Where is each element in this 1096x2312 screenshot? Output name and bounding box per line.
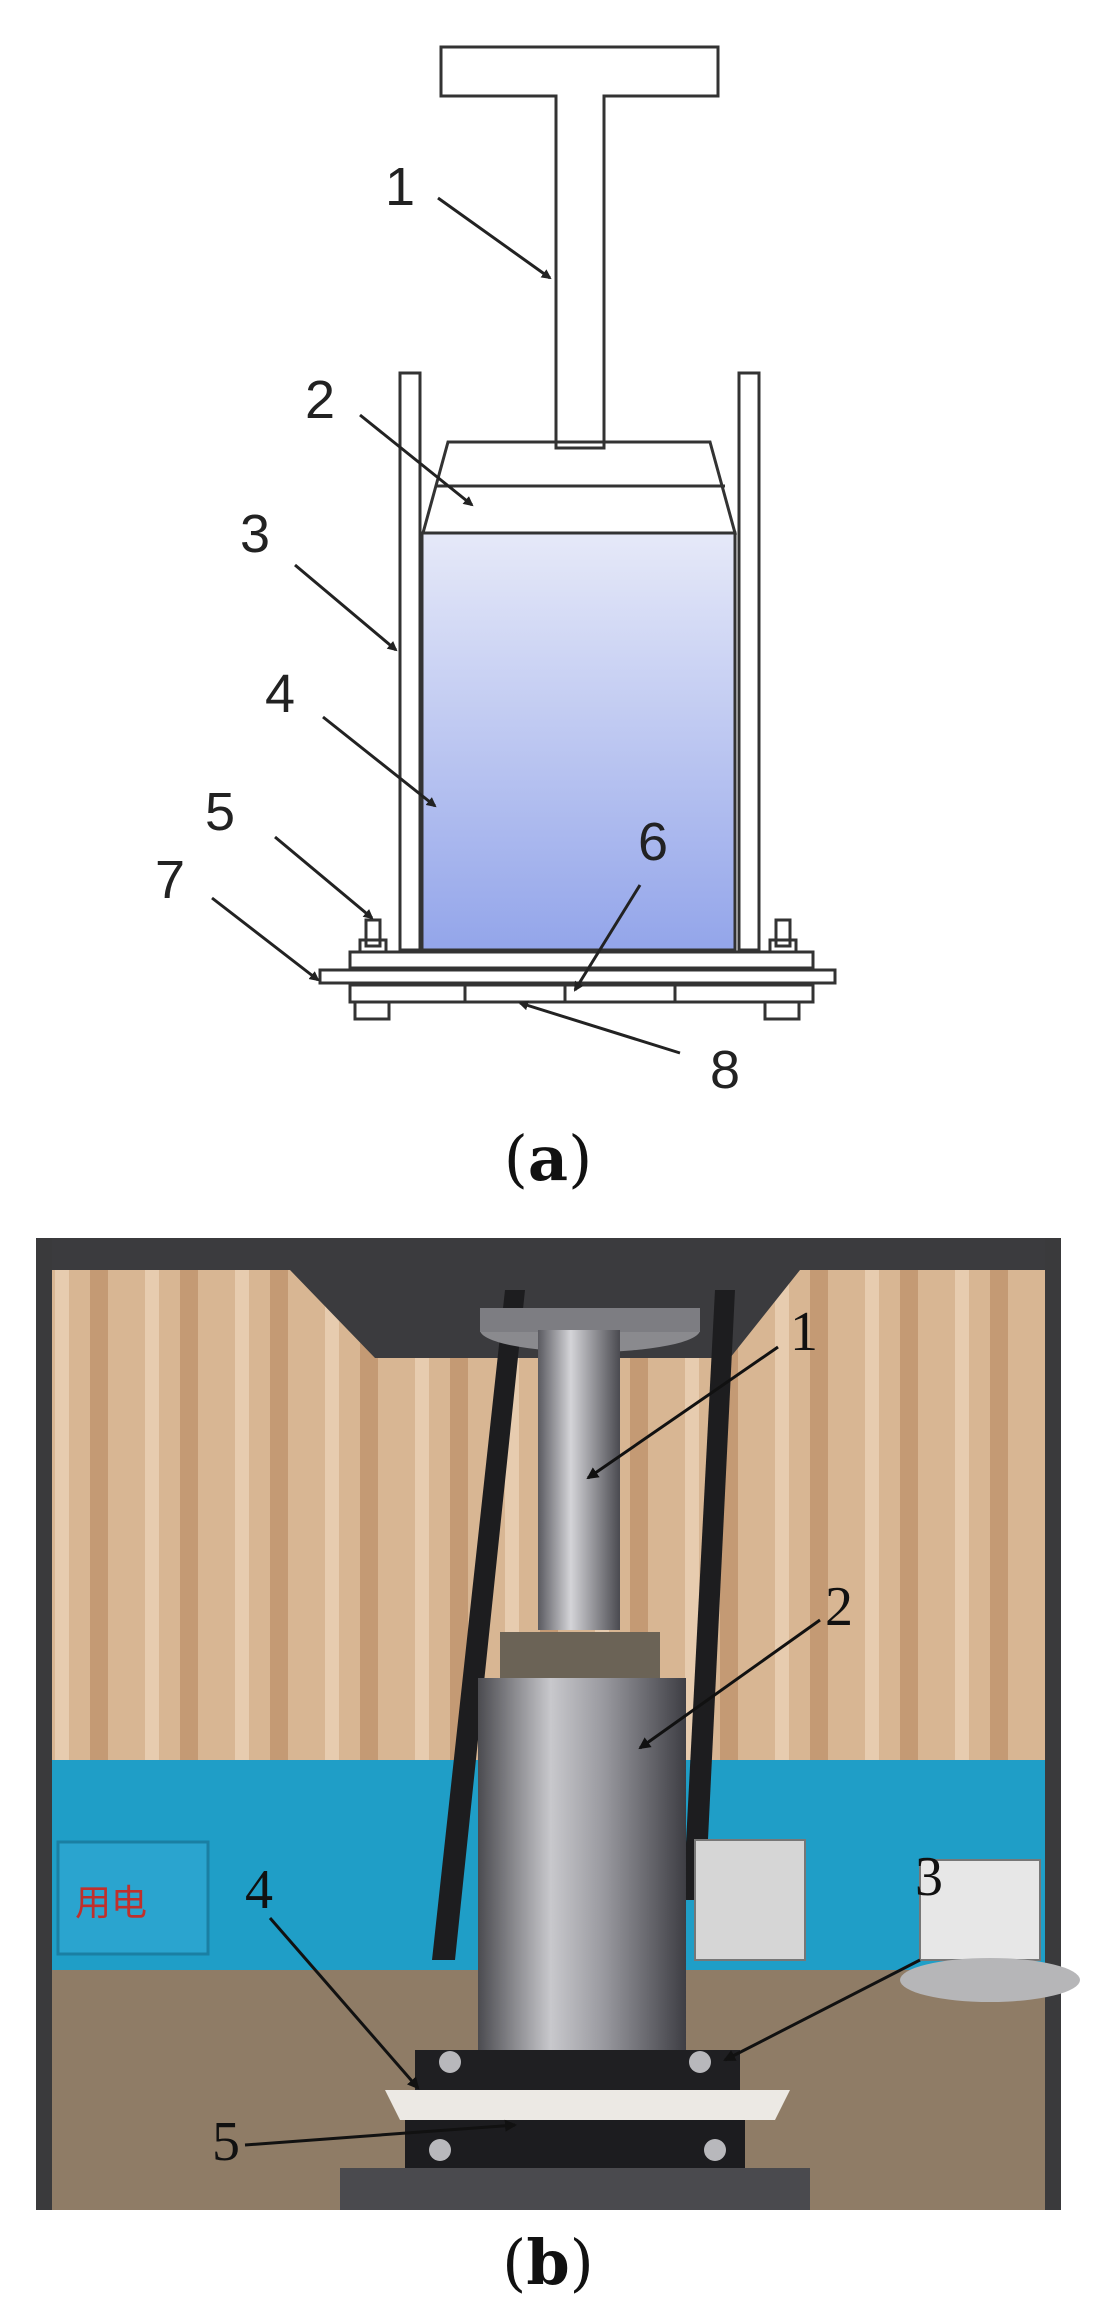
bolt-2 <box>689 2051 711 2073</box>
callout-label-4: 4 <box>265 664 295 724</box>
callout-arrow-1 <box>437 196 552 280</box>
sample-block <box>420 531 737 952</box>
callout-arrow-4 <box>322 715 437 808</box>
bolt-right <box>774 918 792 948</box>
strap-left <box>432 1290 525 1960</box>
press-base <box>340 2168 810 2210</box>
callout-arrow-3 <box>723 1958 921 2062</box>
bolt-1 <box>439 2051 461 2073</box>
callout-label-1: 1 <box>790 1301 818 1363</box>
device-right <box>694 1839 806 1961</box>
callout-label-3: 3 <box>240 504 270 564</box>
nut-bottom-left <box>353 1000 391 1021</box>
wall-sign-text: 用电 <box>75 1883 147 1924</box>
caption-a-letter: a <box>527 1122 569 1195</box>
callout-arrow-1 <box>586 1345 779 1480</box>
nut-bottom-right <box>763 1000 801 1021</box>
press-crosshead <box>36 1238 1061 1358</box>
callout-label-8: 8 <box>710 1040 740 1100</box>
permeable-plate <box>318 968 837 985</box>
apparatus-photo: 用电 <box>36 1238 1080 2210</box>
callout-label-2: 2 <box>825 1576 853 1638</box>
callout-label-1: 1 <box>385 157 415 217</box>
callout-arrow-6 <box>573 884 642 992</box>
callout-arrow-5 <box>274 835 374 920</box>
bolt-4 <box>704 2139 726 2161</box>
press-column-right <box>1045 1238 1061 2210</box>
callout-arrow-2 <box>638 1618 821 1750</box>
callout-label-5: 5 <box>205 782 235 842</box>
callout-label-7: 7 <box>155 850 185 910</box>
right-wall <box>737 371 761 952</box>
left-wall <box>398 371 422 952</box>
callout-label-5: 5 <box>212 2111 240 2173</box>
callout-label-2: 2 <box>305 370 335 430</box>
callout-arrow-3 <box>294 563 398 652</box>
round-tray <box>900 1958 1080 2002</box>
panel-a-schematic: 1 2 3 4 5 6 7 8 (a) <box>155 45 837 1195</box>
callout-arrow-5 <box>244 2119 517 2147</box>
schematic-diagram: 1 2 3 4 5 6 7 8 <box>155 45 837 1100</box>
callout-arrow-2 <box>359 413 474 507</box>
callout-arrow-7 <box>211 896 320 982</box>
press-column-left <box>36 1238 52 2210</box>
wall-sign <box>56 1840 210 1956</box>
base-plate-upper <box>348 950 815 970</box>
callout-label-3: 3 <box>915 1846 943 1908</box>
rod-collar <box>500 1632 660 1678</box>
filter-paper <box>385 2090 790 2120</box>
callout-arrow-4 <box>268 1917 420 2090</box>
top-platen-edge <box>480 1308 700 1332</box>
base-plate-lower <box>348 983 815 1004</box>
panel-b-photo: 用电 <box>0 1200 1096 2312</box>
strap-right <box>683 1290 735 1900</box>
caption-a: (a) <box>503 1122 593 1195</box>
top-flange <box>415 2050 740 2090</box>
bolt-3 <box>429 2139 451 2161</box>
callout-label-6: 6 <box>638 812 668 872</box>
callout-label-4: 4 <box>245 1859 273 1921</box>
sample-cylinder <box>478 1678 686 2060</box>
loading-rod <box>439 45 720 450</box>
bottom-plate <box>405 2120 745 2168</box>
caption-b: (b) <box>502 2226 594 2299</box>
loading-rod <box>538 1330 620 1630</box>
bolt-left <box>364 918 382 948</box>
caption-b-letter: b <box>526 2226 570 2299</box>
callout-arrow-8 <box>518 1000 681 1055</box>
